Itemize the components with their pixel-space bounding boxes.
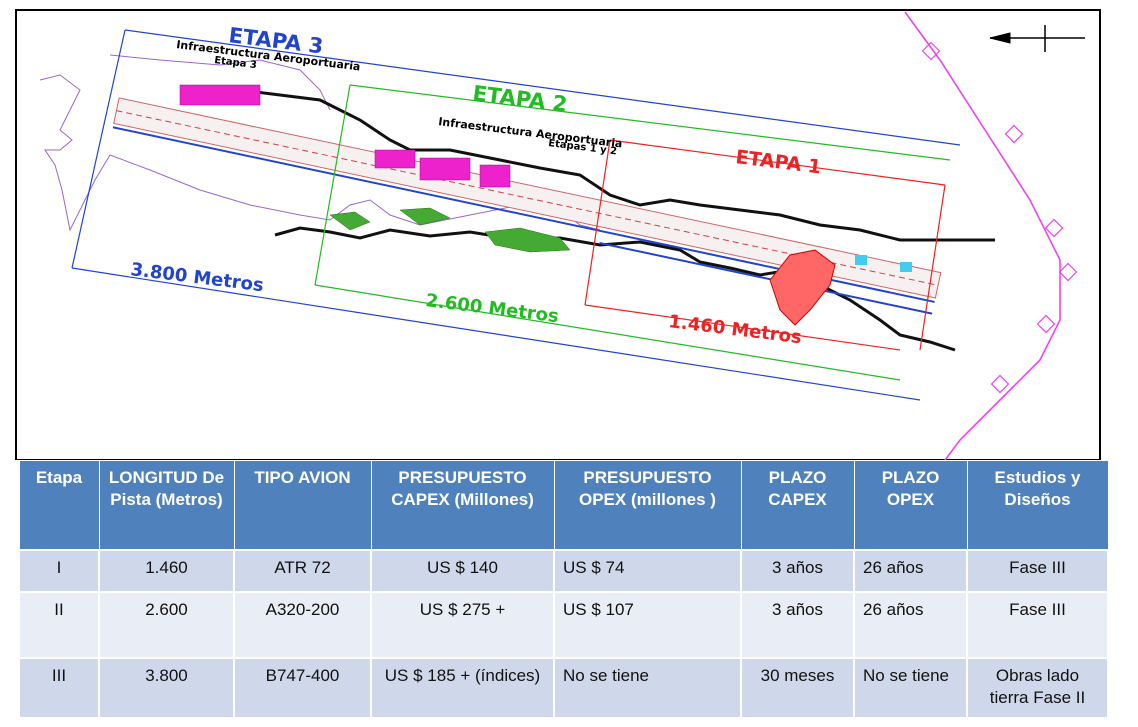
cell-plazo-capex: 30 meses xyxy=(740,657,855,719)
cell-capex: US $ 140 xyxy=(370,549,555,593)
cell-estudios: Obras lado tierra Fase II xyxy=(966,657,1109,719)
green-terrain-areas xyxy=(329,207,571,253)
header-capex: PRESUPUESTO CAPEX (Millones) xyxy=(370,460,555,551)
cell-capex: US $ 275 + xyxy=(370,591,555,659)
cell-estudios: Fase III xyxy=(966,549,1109,593)
header-etapa: Etapa xyxy=(18,460,100,551)
cell-plazo-opex: 26 años xyxy=(853,549,968,593)
cell-plazo-opex: No se tiene xyxy=(853,657,968,719)
header-tipo-avion: TIPO AVION xyxy=(233,460,372,551)
cell-tipo-avion: ATR 72 xyxy=(233,549,372,593)
stages-table: Etapa LONGITUD De Pista (Metros) TIPO AV… xyxy=(18,460,1109,719)
cell-etapa: I xyxy=(18,549,100,593)
cell-etapa: III xyxy=(18,657,100,719)
stage1-earthworks xyxy=(769,249,836,326)
cell-opex: No se tiene xyxy=(553,657,742,719)
terrain-outline xyxy=(39,74,601,232)
header-opex: PRESUPUESTO OPEX (millones ) xyxy=(553,460,742,551)
cell-longitud: 2.600 xyxy=(98,591,235,659)
table-row: III 3.800 B747-400 US $ 185 + (índices) … xyxy=(18,657,1109,719)
cell-opex: US $ 74 xyxy=(553,549,742,593)
header-estudios: Estudios y Diseños xyxy=(966,460,1109,551)
airport-stage-plan: ETAPA 3 Infraestructura Aeroportuaria Et… xyxy=(15,9,1101,460)
road-line xyxy=(239,88,995,242)
cell-tipo-avion: A320-200 xyxy=(233,591,372,659)
stage1-frame xyxy=(584,139,946,351)
cell-tipo-avion: B747-400 xyxy=(233,657,372,719)
river-line xyxy=(274,226,956,352)
stage3-frame xyxy=(71,29,961,401)
cell-plazo-opex: 26 años xyxy=(853,591,968,659)
header-plazo-capex: PLAZO CAPEX xyxy=(740,460,855,551)
cell-capex: US $ 185 + (índices) xyxy=(370,657,555,719)
cell-opex: US $ 107 xyxy=(553,591,742,659)
power-line xyxy=(904,11,1061,460)
cell-plazo-capex: 3 años xyxy=(740,549,855,593)
cell-plazo-capex: 3 años xyxy=(740,591,855,659)
terrain-outline-top xyxy=(109,54,331,111)
stage2-frame xyxy=(314,84,951,381)
terminal-buildings xyxy=(179,84,511,188)
header-plazo-opex: PLAZO OPEX xyxy=(853,460,968,551)
table-header-row: Etapa LONGITUD De Pista (Metros) TIPO AV… xyxy=(18,460,1109,551)
stage3-subtitle-2: Etapa 3 xyxy=(214,55,258,71)
header-longitud: LONGITUD De Pista (Metros) xyxy=(98,460,235,551)
cell-longitud: 3.800 xyxy=(98,657,235,719)
cell-longitud: 1.460 xyxy=(98,549,235,593)
cell-etapa: II xyxy=(18,591,100,659)
table-row: II 2.600 A320-200 US $ 275 + US $ 107 3 … xyxy=(18,591,1109,659)
north-arrow-icon xyxy=(989,25,1085,52)
table-row: I 1.460 ATR 72 US $ 140 US $ 74 3 años 2… xyxy=(18,549,1109,593)
cell-estudios: Fase III xyxy=(966,591,1109,659)
